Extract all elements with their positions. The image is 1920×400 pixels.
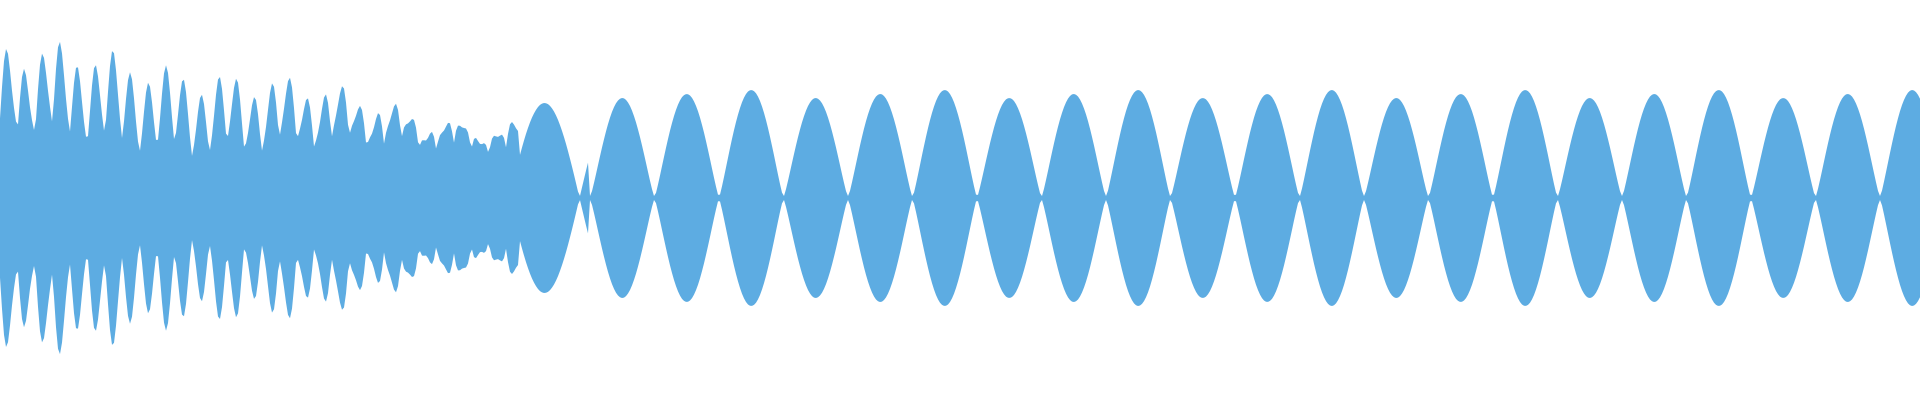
waveform-shape — [0, 41, 1920, 355]
